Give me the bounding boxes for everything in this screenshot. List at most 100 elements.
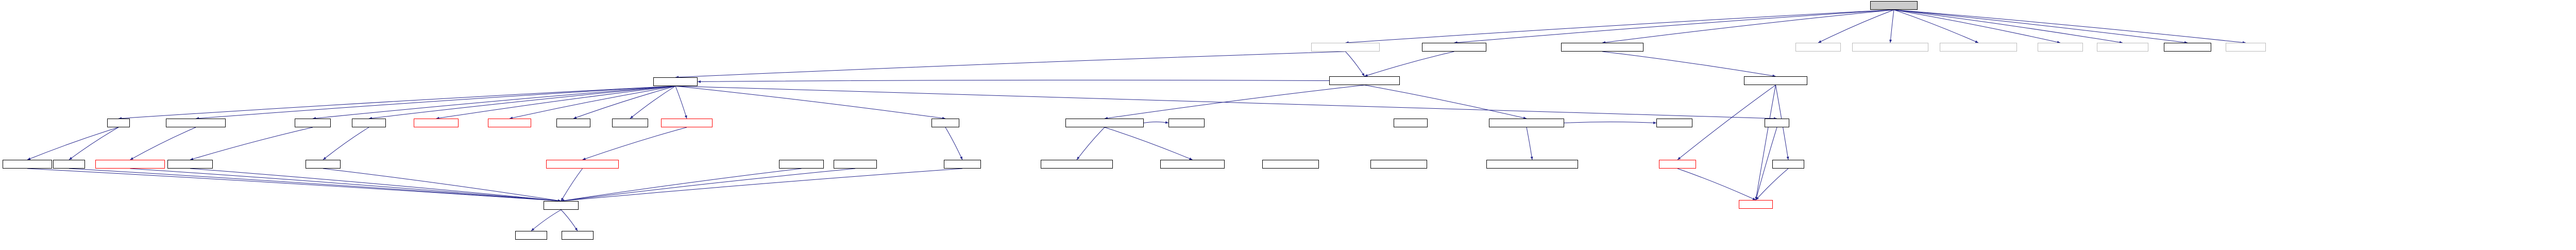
graph-node[interactable] — [1394, 119, 1428, 127]
graph-node[interactable] — [1940, 43, 2017, 52]
graph-edge — [582, 127, 687, 160]
graph-node[interactable] — [2038, 43, 2083, 52]
graph-edge — [69, 168, 562, 203]
graph-node[interactable] — [515, 231, 547, 240]
graph-edge — [561, 168, 583, 202]
graph-node[interactable] — [53, 160, 85, 169]
graph-edge — [69, 127, 119, 160]
graph-edge — [697, 79, 1330, 83]
graph-node[interactable] — [166, 119, 226, 127]
graph-edge — [1893, 9, 2123, 44]
graph-edge — [368, 86, 676, 120]
graph-edge — [1755, 168, 1789, 201]
graph-edge — [1677, 85, 1776, 160]
graph-node[interactable] — [931, 119, 959, 127]
graph-node[interactable] — [2164, 43, 2211, 52]
graph-node[interactable] — [1329, 76, 1400, 85]
graph-edge — [1893, 9, 2188, 44]
graph-edge — [1076, 127, 1105, 160]
graph-edge — [1755, 85, 1776, 201]
graph-edge — [675, 86, 946, 120]
graph-node[interactable] — [779, 160, 824, 169]
graph-edge — [190, 127, 313, 160]
graph-edge — [561, 168, 963, 202]
graph-node[interactable] — [1659, 160, 1696, 169]
graph-node[interactable] — [1772, 160, 1804, 169]
graph-edge — [531, 209, 562, 231]
graph-node[interactable] — [661, 119, 713, 127]
graph-edge — [436, 86, 676, 120]
graph-node[interactable] — [1765, 119, 1789, 127]
graph-node-root[interactable] — [1870, 1, 1918, 10]
graph-node[interactable] — [1739, 200, 1773, 209]
graph-node[interactable] — [544, 201, 579, 210]
graph-node[interactable] — [556, 119, 590, 127]
graph-node[interactable] — [167, 160, 213, 169]
graph-edge — [675, 86, 1777, 120]
graph-edge — [312, 86, 676, 120]
graph-node[interactable] — [546, 160, 619, 169]
graph-node[interactable] — [1262, 160, 1319, 169]
graph-edge — [1104, 127, 1193, 160]
graph-node[interactable] — [944, 160, 981, 169]
graph-edge — [561, 209, 578, 231]
graph-edge — [323, 127, 369, 160]
graph-edge — [130, 168, 562, 202]
graph-node[interactable] — [1561, 43, 1643, 52]
graph-node[interactable] — [1656, 119, 1692, 127]
graph-edge — [1893, 9, 1979, 43]
graph-node[interactable] — [1160, 160, 1225, 169]
graph-node[interactable] — [1370, 160, 1427, 169]
graph-edge — [630, 86, 676, 119]
graph-edge — [945, 127, 963, 160]
graph-node[interactable] — [1041, 160, 1113, 169]
graph-node[interactable] — [612, 119, 648, 127]
graph-node[interactable] — [352, 119, 386, 127]
graph-node[interactable] — [414, 119, 459, 127]
graph-node[interactable] — [3, 160, 52, 169]
graph-node[interactable] — [306, 160, 341, 169]
graph-node[interactable] — [95, 160, 165, 169]
graph-node[interactable] — [1422, 43, 1486, 52]
graph-edge — [118, 86, 676, 120]
graph-node[interactable] — [295, 119, 331, 127]
graph-node[interactable] — [834, 160, 877, 169]
graph-node[interactable] — [1065, 119, 1144, 127]
graph-node[interactable] — [1489, 119, 1564, 127]
graph-edge — [561, 168, 802, 202]
graph-edge — [1602, 9, 1894, 44]
graph-edge — [1104, 85, 1365, 120]
graph-edge — [1602, 51, 1776, 77]
graph-edge — [573, 86, 676, 119]
graph-edge — [1755, 127, 1777, 201]
graph-edge — [1526, 127, 1533, 160]
graph-node[interactable] — [1795, 43, 1841, 52]
graph-edge — [130, 127, 196, 160]
graph-node[interactable] — [1311, 43, 1380, 52]
graph-edge — [1677, 168, 1756, 201]
graph-edge — [195, 86, 676, 120]
graph-node[interactable] — [1744, 76, 1807, 85]
graph-edge — [1345, 51, 1365, 77]
graph-node[interactable] — [2226, 43, 2266, 52]
graph-edge — [27, 127, 119, 160]
graph-node[interactable] — [1486, 160, 1578, 169]
graph-edge — [1889, 9, 1894, 43]
graph-edge — [323, 168, 562, 202]
graph-node[interactable] — [562, 231, 594, 240]
graph-node[interactable] — [107, 119, 130, 127]
graph-edge — [509, 86, 676, 120]
graph-edge — [675, 86, 687, 119]
graph-edge — [1364, 85, 1527, 120]
graph-edge — [1893, 9, 2061, 44]
graph-node[interactable] — [488, 119, 531, 127]
graph-edge — [1345, 9, 1894, 44]
graph-edge — [27, 168, 562, 203]
graph-node[interactable] — [2097, 43, 2148, 52]
graph-edge — [1364, 51, 1454, 77]
graph-edge — [1564, 121, 1657, 124]
graph-node[interactable] — [1168, 119, 1205, 127]
graph-node[interactable] — [653, 77, 698, 86]
graph-node[interactable] — [1852, 43, 1928, 52]
